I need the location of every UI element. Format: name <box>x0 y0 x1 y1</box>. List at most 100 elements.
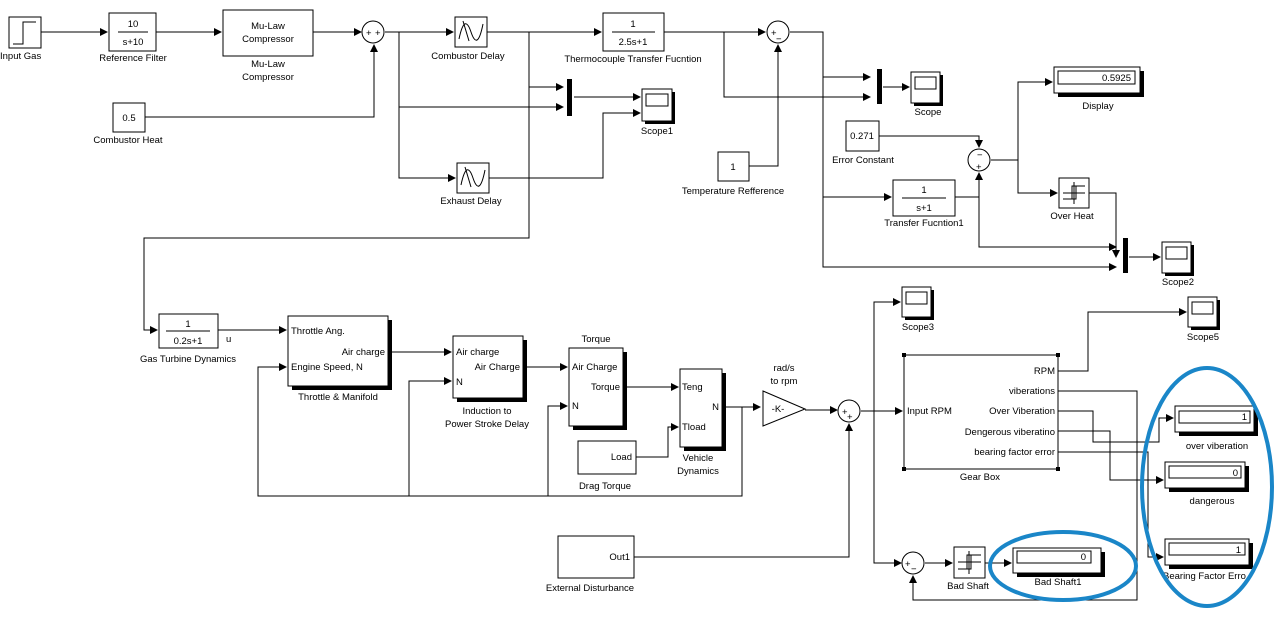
highlight-ellipse-bad-shaft <box>988 530 1138 602</box>
external-disturbance-block[interactable]: Out1 <box>557 535 635 579</box>
bearing-factor-display: 1 <box>1164 538 1253 569</box>
gain-label-1: rad/s <box>773 363 794 374</box>
exhaust-delay-block[interactable] <box>456 162 490 194</box>
mulaw-title-1: Mu-Law <box>251 21 285 32</box>
svg-text:-K-: -K- <box>772 404 785 415</box>
svg-text:Tload: Tload <box>682 422 706 433</box>
input-gas-block[interactable] <box>8 16 42 49</box>
load-block[interactable]: Load <box>577 440 637 475</box>
combustor-delay-block[interactable] <box>454 16 488 48</box>
svg-text:+: + <box>771 28 777 39</box>
display-block: 0.5925 <box>1053 66 1144 97</box>
ref-filter-num: 10 <box>128 19 139 30</box>
torque-block[interactable]: Air Charge Torque N <box>568 347 627 430</box>
scope1-block[interactable] <box>641 88 675 124</box>
scope3-block[interactable] <box>901 286 934 320</box>
svg-text:N: N <box>572 401 579 412</box>
svg-text:Teng: Teng <box>682 382 703 393</box>
combustor-delay-label: Combustor Delay <box>431 51 505 62</box>
error-constant-block[interactable]: 0.271 <box>845 120 880 152</box>
svg-text:+: + <box>842 407 848 418</box>
mux-1[interactable] <box>567 79 572 116</box>
throttle-manifold-block[interactable]: Throttle Ang. Air charge Engine Speed, N <box>287 315 392 390</box>
thermo-num: 1 <box>630 19 635 30</box>
svg-text:N: N <box>712 402 719 413</box>
sum-block-2[interactable]: + − <box>766 20 790 45</box>
svg-text:Input RPM: Input RPM <box>907 406 952 417</box>
transfer-function1-block[interactable]: 1 s+1 <box>892 179 956 217</box>
bad-shaft1-label: Bad Shaft1 <box>1034 577 1081 588</box>
gas-turbine-label: Gas Turbine Dynamics <box>140 354 236 365</box>
sum-block-5[interactable]: + − <box>901 551 925 575</box>
mulaw-title-2: Compressor <box>242 34 294 45</box>
svg-text:−: − <box>911 564 917 575</box>
svg-text:0.5: 0.5 <box>122 113 135 124</box>
svg-text:−: − <box>977 150 983 161</box>
gear-box-label: Gear Box <box>960 472 1000 483</box>
svg-text:+: + <box>976 162 982 173</box>
induction-label-2: Power Stroke Delay <box>445 419 529 430</box>
svg-text:Engine Speed, N: Engine Speed, N <box>291 362 363 373</box>
gear-box-block[interactable]: Input RPM RPM viberations Over Viberatio… <box>902 353 1060 471</box>
throttle-manifold-label: Throttle & Manifold <box>298 392 378 403</box>
svg-text:RPM: RPM <box>1034 366 1055 377</box>
svg-text:+: + <box>366 28 372 39</box>
scope5-label: Scope5 <box>1187 332 1219 343</box>
over-heat-block[interactable] <box>1058 177 1090 209</box>
svg-text:0: 0 <box>1081 552 1086 563</box>
svg-text:Dengerous viberatino: Dengerous viberatino <box>965 427 1055 438</box>
input-gas-label: Input Gas <box>0 51 41 62</box>
thermo-den: 2.5s+1 <box>619 37 648 48</box>
bad-shaft-block[interactable] <box>953 546 986 579</box>
bad-shaft-label: Bad Shaft <box>947 581 989 592</box>
scope-block[interactable] <box>910 71 943 106</box>
combustor-heat-block[interactable]: 0.5 <box>112 102 146 133</box>
svg-text:Air Charge: Air Charge <box>572 362 617 373</box>
tf1-den: s+1 <box>916 203 932 214</box>
svg-text:Throttle Ang.: Throttle Ang. <box>291 326 345 337</box>
bearing-factor-label: Bearing Factor Erro <box>1163 571 1246 582</box>
svg-text:1: 1 <box>1236 545 1241 556</box>
dangerous-display: 0 <box>1164 461 1249 492</box>
mulaw-compressor-block[interactable]: Mu-Law Compressor <box>222 9 314 57</box>
svg-text:Over Viberation: Over Viberation <box>989 406 1055 417</box>
svg-text:Air Charge: Air Charge <box>475 362 520 373</box>
sum-block-4[interactable]: + + <box>837 399 861 423</box>
display-value: 0.5925 <box>1102 73 1131 84</box>
gas-turbine-block[interactable]: 1 0.2s+1 <box>158 313 219 349</box>
mulaw-label-1: Mu-Law <box>251 59 285 70</box>
svg-text:Out1: Out1 <box>609 552 630 563</box>
scope2-block[interactable] <box>1161 241 1194 276</box>
svg-text:bearing factor error: bearing factor error <box>974 447 1055 458</box>
scope-label: Scope <box>915 107 942 118</box>
scope2-label: Scope2 <box>1162 277 1194 288</box>
sum-block-3[interactable]: − + <box>967 148 991 173</box>
mux-2[interactable] <box>877 69 882 104</box>
thermocouple-tf-block[interactable]: 1 2.5s+1 <box>602 12 665 52</box>
induction-block[interactable]: Air charge Air Charge N <box>452 335 527 402</box>
sum-block-1[interactable]: + + <box>361 20 385 44</box>
svg-text:Air charge: Air charge <box>456 347 499 358</box>
gain-block[interactable]: -K- <box>762 390 807 427</box>
bad-shaft1-display: 0 <box>1012 547 1105 577</box>
svg-text:1: 1 <box>730 162 735 173</box>
ref-filter-den: s+10 <box>123 37 144 48</box>
temperature-ref-block[interactable]: 1 <box>717 151 750 182</box>
exhaust-delay-label: Exhaust Delay <box>440 196 502 207</box>
vehicle-dynamics-block[interactable]: Teng N Tload <box>679 368 726 451</box>
svg-text:Air charge: Air charge <box>342 347 385 358</box>
torque-title: Torque <box>581 334 610 345</box>
svg-text:1: 1 <box>1242 412 1247 423</box>
svg-text:0: 0 <box>1233 468 1238 479</box>
reference-filter-block[interactable]: 10 s+10 <box>108 12 157 52</box>
external-disturbance-label: External Disturbance <box>546 583 634 594</box>
mux-3[interactable] <box>1123 238 1128 273</box>
dangerous-label: dangerous <box>1190 496 1235 507</box>
scope5-block[interactable] <box>1187 296 1220 330</box>
svg-text:Load: Load <box>611 452 632 463</box>
temperature-ref-label: Temperature Refference <box>682 186 784 197</box>
svg-text:Torque: Torque <box>591 382 620 393</box>
gas-turbine-out-label: u <box>226 334 231 345</box>
